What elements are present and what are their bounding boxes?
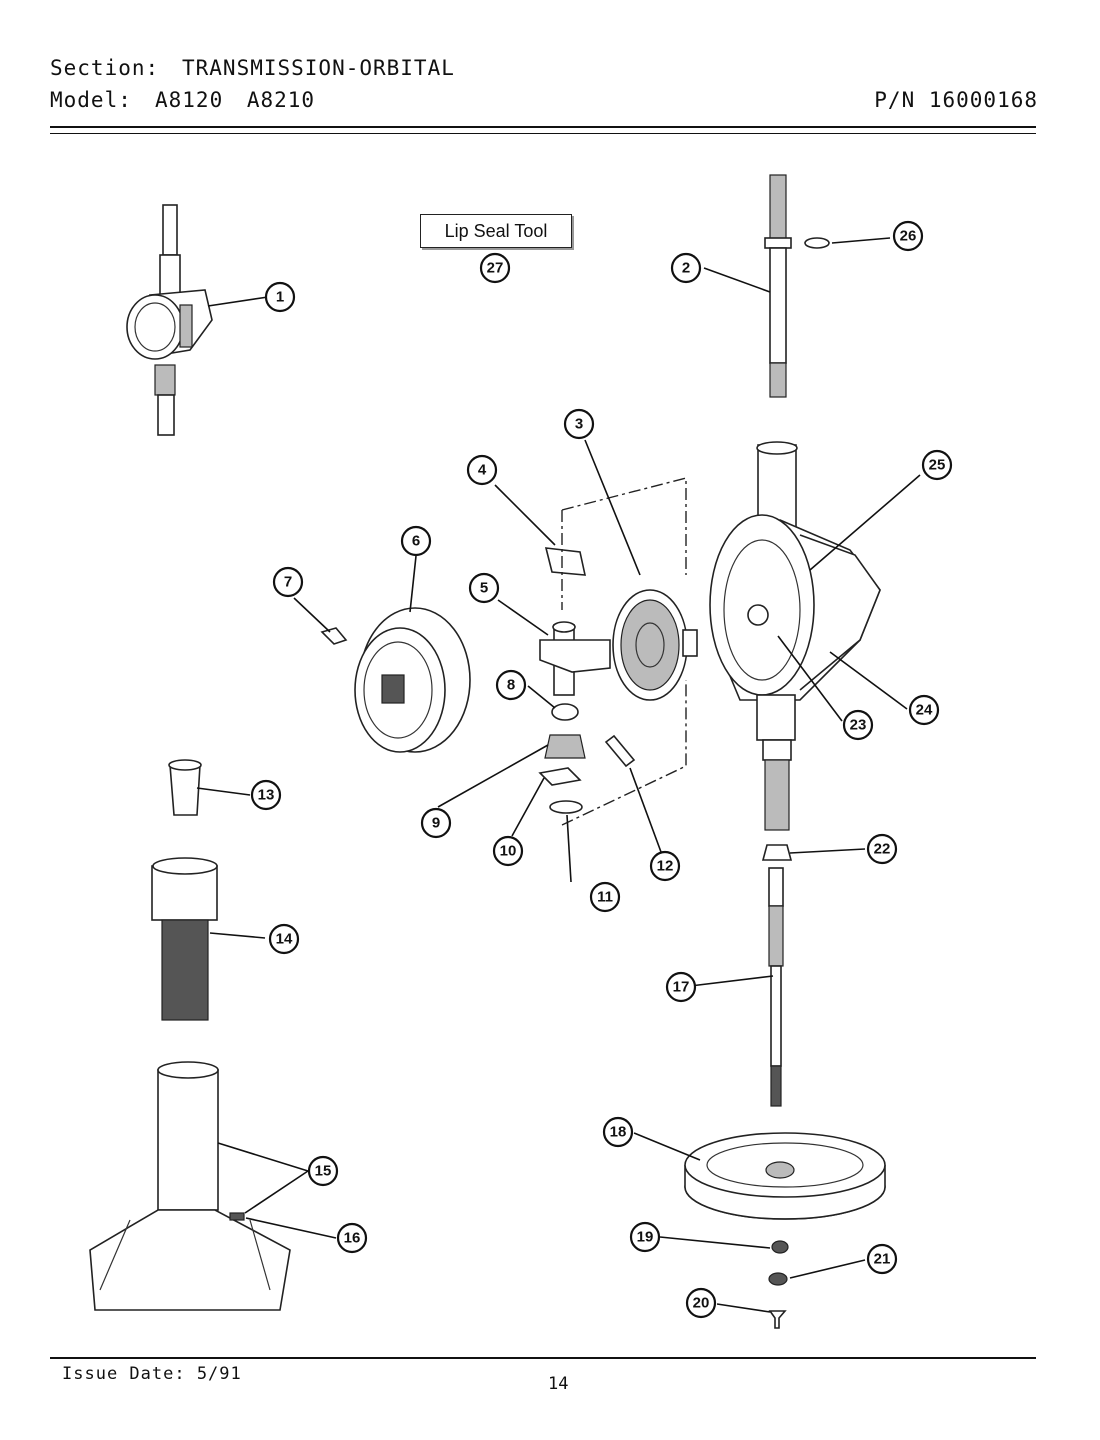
callout-6: 6 <box>400 525 432 557</box>
callout-22-label: 22 <box>874 841 891 858</box>
part-number: P/N 16000168 <box>874 88 1038 112</box>
part-1-transmission-assembly <box>126 204 213 436</box>
header-rule-thin <box>50 133 1036 134</box>
callout-17: 17 <box>665 971 697 1003</box>
callout-27-label: 27 <box>487 260 504 277</box>
callout-27: 27 <box>479 252 511 284</box>
callout-17-label: 17 <box>673 979 690 996</box>
callout-11: 11 <box>589 881 621 913</box>
callout-3-label: 3 <box>575 416 583 433</box>
callout-26: 26 <box>892 220 924 252</box>
callout-23: 23 <box>842 709 874 741</box>
part-19-nut <box>771 1240 789 1254</box>
callout-25: 25 <box>921 449 953 481</box>
callout-7: 7 <box>272 566 304 598</box>
callout-20-label: 20 <box>693 1295 710 1312</box>
part-13-cup <box>168 759 202 816</box>
part-24-transmission-case <box>709 441 881 831</box>
lip-seal-tool-label: Lip Seal Tool <box>444 220 548 241</box>
part-26-ring <box>804 237 830 249</box>
callout-2-label: 2 <box>682 260 690 277</box>
callout-21-label: 21 <box>874 1251 891 1268</box>
callout-12: 12 <box>649 850 681 882</box>
callout-19-label: 19 <box>637 1229 654 1246</box>
section-title: TRANSMISSION-ORBITAL <box>182 56 455 80</box>
callout-14-label: 14 <box>276 931 293 948</box>
part-5-crank <box>539 621 611 696</box>
lip-seal-tool-box: Lip Seal Tool <box>420 214 572 248</box>
part-4-clip <box>544 547 587 576</box>
part-16-screw <box>229 1212 245 1221</box>
part-22-bushing <box>761 844 793 861</box>
header-rule <box>50 126 1036 128</box>
callout-11-label: 11 <box>597 889 613 906</box>
callout-13: 13 <box>250 779 282 811</box>
callout-2: 2 <box>670 252 702 284</box>
part-8-ring <box>551 703 579 721</box>
callout-4-label: 4 <box>478 462 487 479</box>
callout-9-label: 9 <box>432 815 440 832</box>
alignment-lines <box>561 477 687 826</box>
leader-lines <box>196 237 921 1313</box>
callout-26-label: 26 <box>900 228 917 245</box>
callout-22: 22 <box>866 833 898 865</box>
part-2-shaft <box>764 174 792 398</box>
callout-10-label: 10 <box>500 843 517 860</box>
page-number: 14 <box>548 1374 569 1394</box>
callout-8: 8 <box>495 669 527 701</box>
callout-20: 20 <box>685 1287 717 1319</box>
callout-1: 1 <box>264 281 296 313</box>
model-label: Model: <box>50 88 132 112</box>
callout-13-label: 13 <box>258 787 275 804</box>
part-14-filter <box>151 857 218 1021</box>
issue-date: Issue Date: 5/91 <box>62 1364 242 1384</box>
callout-8-label: 8 <box>507 677 515 694</box>
callout-21: 21 <box>866 1243 898 1275</box>
callout-5: 5 <box>468 572 500 604</box>
model-numbers: A8120 A8210 <box>155 88 316 112</box>
callout-4: 4 <box>466 454 498 486</box>
callout-18-label: 18 <box>610 1124 627 1141</box>
callout-12-label: 12 <box>657 858 674 875</box>
callout-1-label: 1 <box>276 289 284 306</box>
callout-9: 9 <box>420 807 452 839</box>
callout-14: 14 <box>268 923 300 955</box>
part-18-pulley <box>684 1132 886 1220</box>
part-15-agitator <box>89 1061 291 1311</box>
part-10-washer <box>538 767 582 786</box>
callout-25-label: 25 <box>929 457 946 474</box>
part-17-drive-shaft <box>768 867 784 1107</box>
callout-24: 24 <box>908 694 940 726</box>
callout-6-label: 6 <box>412 533 420 550</box>
callout-16: 16 <box>336 1222 368 1254</box>
callout-3: 3 <box>563 408 595 440</box>
callout-24-label: 24 <box>916 702 933 719</box>
part-7-screw <box>320 627 348 645</box>
part-11-washer <box>549 800 583 814</box>
callout-10: 10 <box>492 835 524 867</box>
section-label: Section: <box>50 56 160 80</box>
callout-18: 18 <box>602 1116 634 1148</box>
part-21-washer <box>768 1272 788 1286</box>
callout-5-label: 5 <box>480 580 488 597</box>
callout-7-label: 7 <box>284 574 292 591</box>
part-9-gear <box>544 734 586 759</box>
callout-16-label: 16 <box>344 1230 361 1247</box>
part-20-screw <box>768 1310 787 1329</box>
callout-19: 19 <box>629 1221 661 1253</box>
callout-23-label: 23 <box>850 717 867 734</box>
part-3-gear <box>612 589 698 701</box>
part-12-pin <box>604 734 636 768</box>
part-6-cover <box>354 607 471 753</box>
footer-rule <box>50 1357 1036 1359</box>
callout-15: 15 <box>307 1155 339 1187</box>
callout-15-label: 15 <box>315 1163 332 1180</box>
